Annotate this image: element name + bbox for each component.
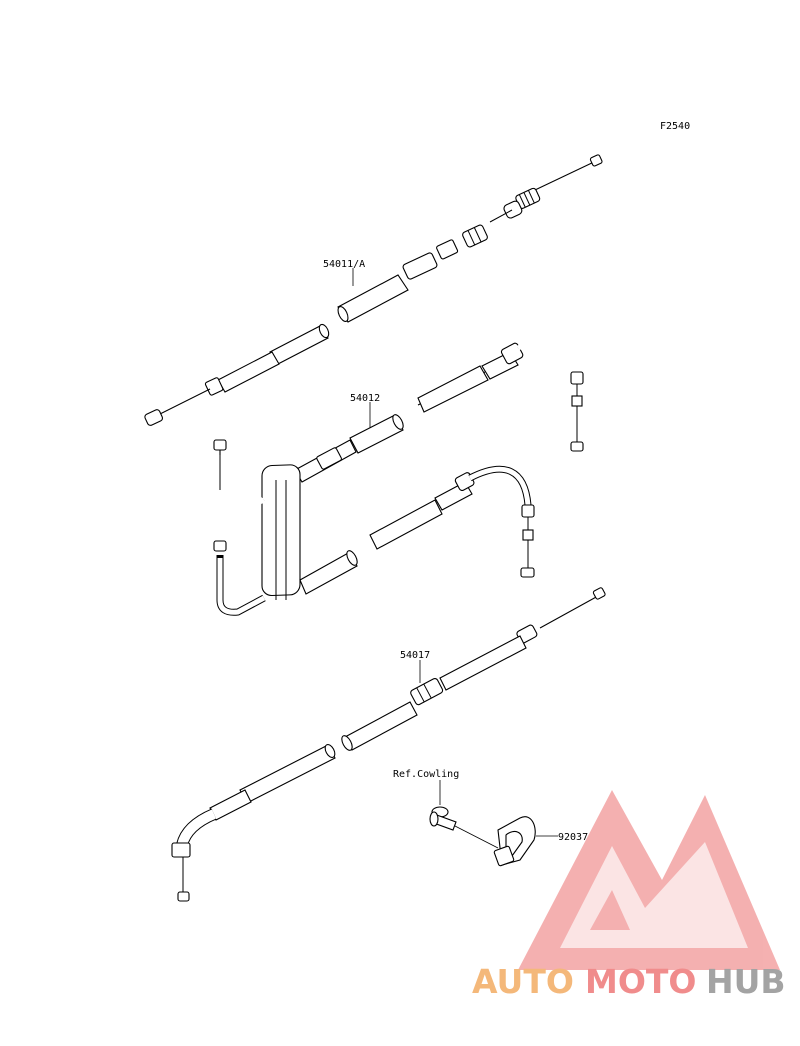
bolt-ref-cowling xyxy=(429,780,457,831)
watermark-logo-icon xyxy=(518,790,780,970)
reference-note: Ref.Cowling xyxy=(393,769,459,780)
watermark-auto: AUTO xyxy=(472,962,574,1001)
part-label-54017: 54017 xyxy=(400,650,430,661)
watermark-text: AUTO MOTO HUB xyxy=(472,962,786,1001)
cable-54012 xyxy=(213,338,584,616)
part-label-54012: 54012 xyxy=(350,393,380,404)
part-label-54011a: 54011/A xyxy=(323,259,365,270)
part-label-92037: 92037 xyxy=(558,832,588,843)
watermark-moto: MOTO xyxy=(585,962,696,1001)
figure-code: F2540 xyxy=(660,121,690,132)
cable-54017 xyxy=(171,587,606,902)
clamp-92037 xyxy=(454,816,558,867)
watermark-hub: HUB xyxy=(706,962,786,1001)
cable-54011a xyxy=(144,154,603,426)
